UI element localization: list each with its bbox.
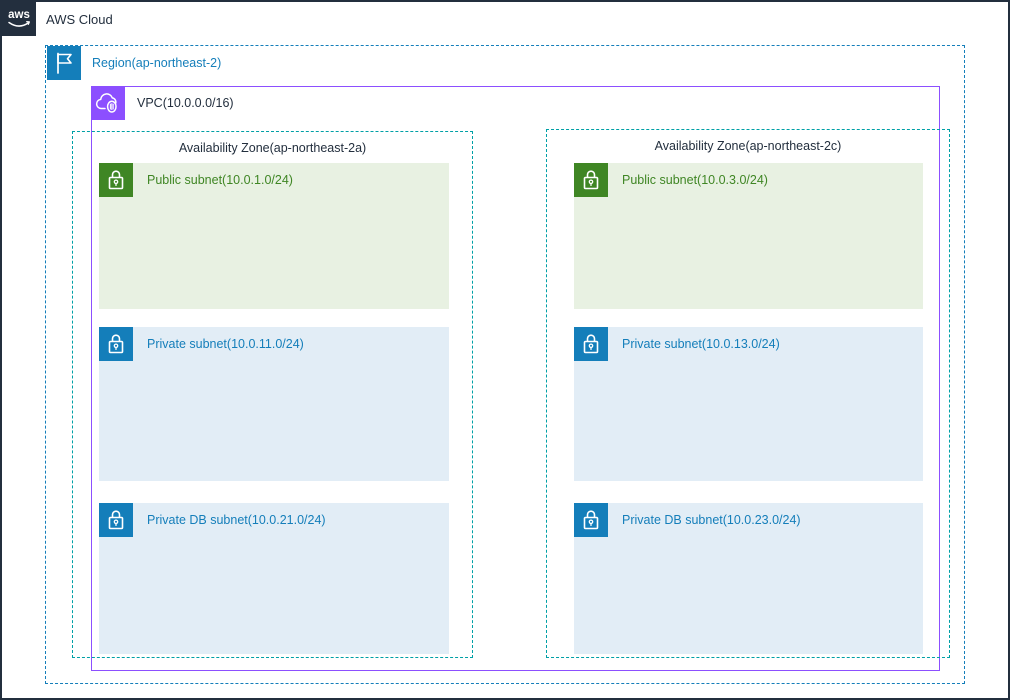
private-db-subnet-a-label: Private DB subnet(10.0.21.0/24) [147, 513, 326, 527]
private-db-subnet-a: Private DB subnet(10.0.21.0/24) [99, 503, 449, 654]
public-subnet-c-label: Public subnet(10.0.3.0/24) [622, 173, 768, 187]
region-flag-icon [47, 46, 81, 80]
lock-icon [574, 327, 608, 361]
availability-zone-c-label: Availability Zone(ap-northeast-2c) [654, 139, 842, 153]
public-subnet-a: Public subnet(10.0.1.0/24) [99, 163, 449, 309]
private-db-subnet-c: Private DB subnet(10.0.23.0/24) [574, 503, 923, 654]
lock-icon [574, 503, 608, 537]
availability-zone-a-label: Availability Zone(ap-northeast-2a) [178, 141, 367, 155]
aws-cloud-label: AWS Cloud [46, 11, 113, 27]
public-subnet-c: Public subnet(10.0.3.0/24) [574, 163, 923, 309]
availability-zone-a: Availability Zone(ap-northeast-2a) Publi… [72, 131, 473, 658]
lock-icon [99, 327, 133, 361]
lock-icon [574, 163, 608, 197]
vpc-cloud-icon [91, 86, 125, 120]
private-subnet-c: Private subnet(10.0.13.0/24) [574, 327, 923, 481]
private-subnet-a-label: Private subnet(10.0.11.0/24) [147, 337, 304, 351]
svg-text:aws: aws [8, 9, 30, 21]
public-subnet-a-label: Public subnet(10.0.1.0/24) [147, 173, 293, 187]
lock-icon [99, 503, 133, 537]
private-subnet-a: Private subnet(10.0.11.0/24) [99, 327, 449, 481]
region-group: Region(ap-northeast-2) VPC(10.0.0.0/16) … [45, 45, 965, 684]
vpc-label: VPC(10.0.0.0/16) [137, 96, 234, 110]
lock-icon [99, 163, 133, 197]
availability-zone-c: Availability Zone(ap-northeast-2c) Publi… [546, 129, 950, 658]
vpc-group: VPC(10.0.0.0/16) [91, 86, 940, 671]
region-label: Region(ap-northeast-2) [92, 56, 222, 70]
private-subnet-c-label: Private subnet(10.0.13.0/24) [622, 337, 780, 351]
aws-logo-icon: aws [2, 2, 36, 36]
private-db-subnet-c-label: Private DB subnet(10.0.23.0/24) [622, 513, 801, 527]
